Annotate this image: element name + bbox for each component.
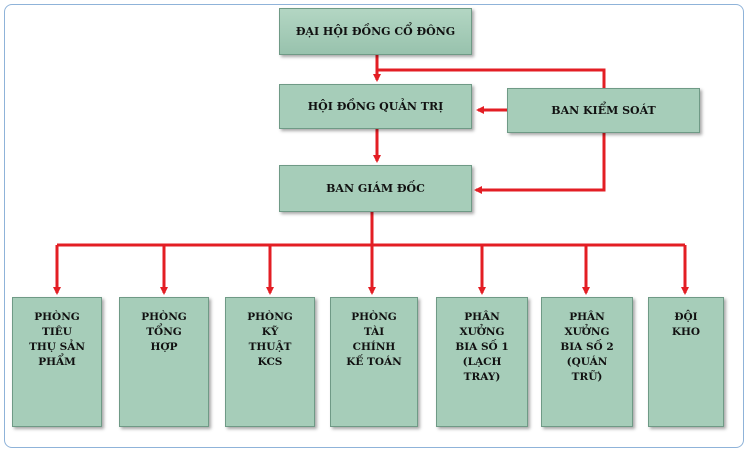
dept-phan-xuong-2: PHÂN XƯỞNG BIA SỐ 2 (QUÁN TRỮ) — [541, 297, 633, 427]
node-ban-kiem-soat: BAN KIỂM SOÁT — [507, 88, 700, 133]
dept-phong-tong-hop: PHÒNG TỔNG HỢP — [119, 297, 209, 427]
dept-phong-tieu-thu: PHÒNG TIÊU THỤ SẢN PHẨM — [12, 297, 102, 427]
arrow-bks-bgd — [474, 133, 606, 194]
dept-phong-ky-thuat: PHÒNG KỸ THUẬT KCS — [225, 297, 315, 427]
node-dai-hoi-dong-co-dong: ĐẠI HỘI ĐỒNG CỔ ĐÔNG — [279, 8, 472, 55]
dept-doi-kho: ĐỘI KHO — [648, 297, 724, 427]
dept-phan-xuong-1: PHÂN XƯỞNG BIA SỐ 1 (LẠCH TRAY) — [436, 297, 528, 427]
node-ban-giam-doc: BAN GIÁM ĐỐC — [279, 165, 472, 212]
diagram-frame — [4, 4, 744, 448]
line-bks-up — [377, 68, 606, 88]
dept-phong-tai-chinh: PHÒNG TÀI CHÍNH KẾ TOÁN — [330, 297, 418, 427]
node-hoi-dong-quan-tri: HỘI ĐỒNG QUẢN TRỊ — [279, 84, 472, 129]
